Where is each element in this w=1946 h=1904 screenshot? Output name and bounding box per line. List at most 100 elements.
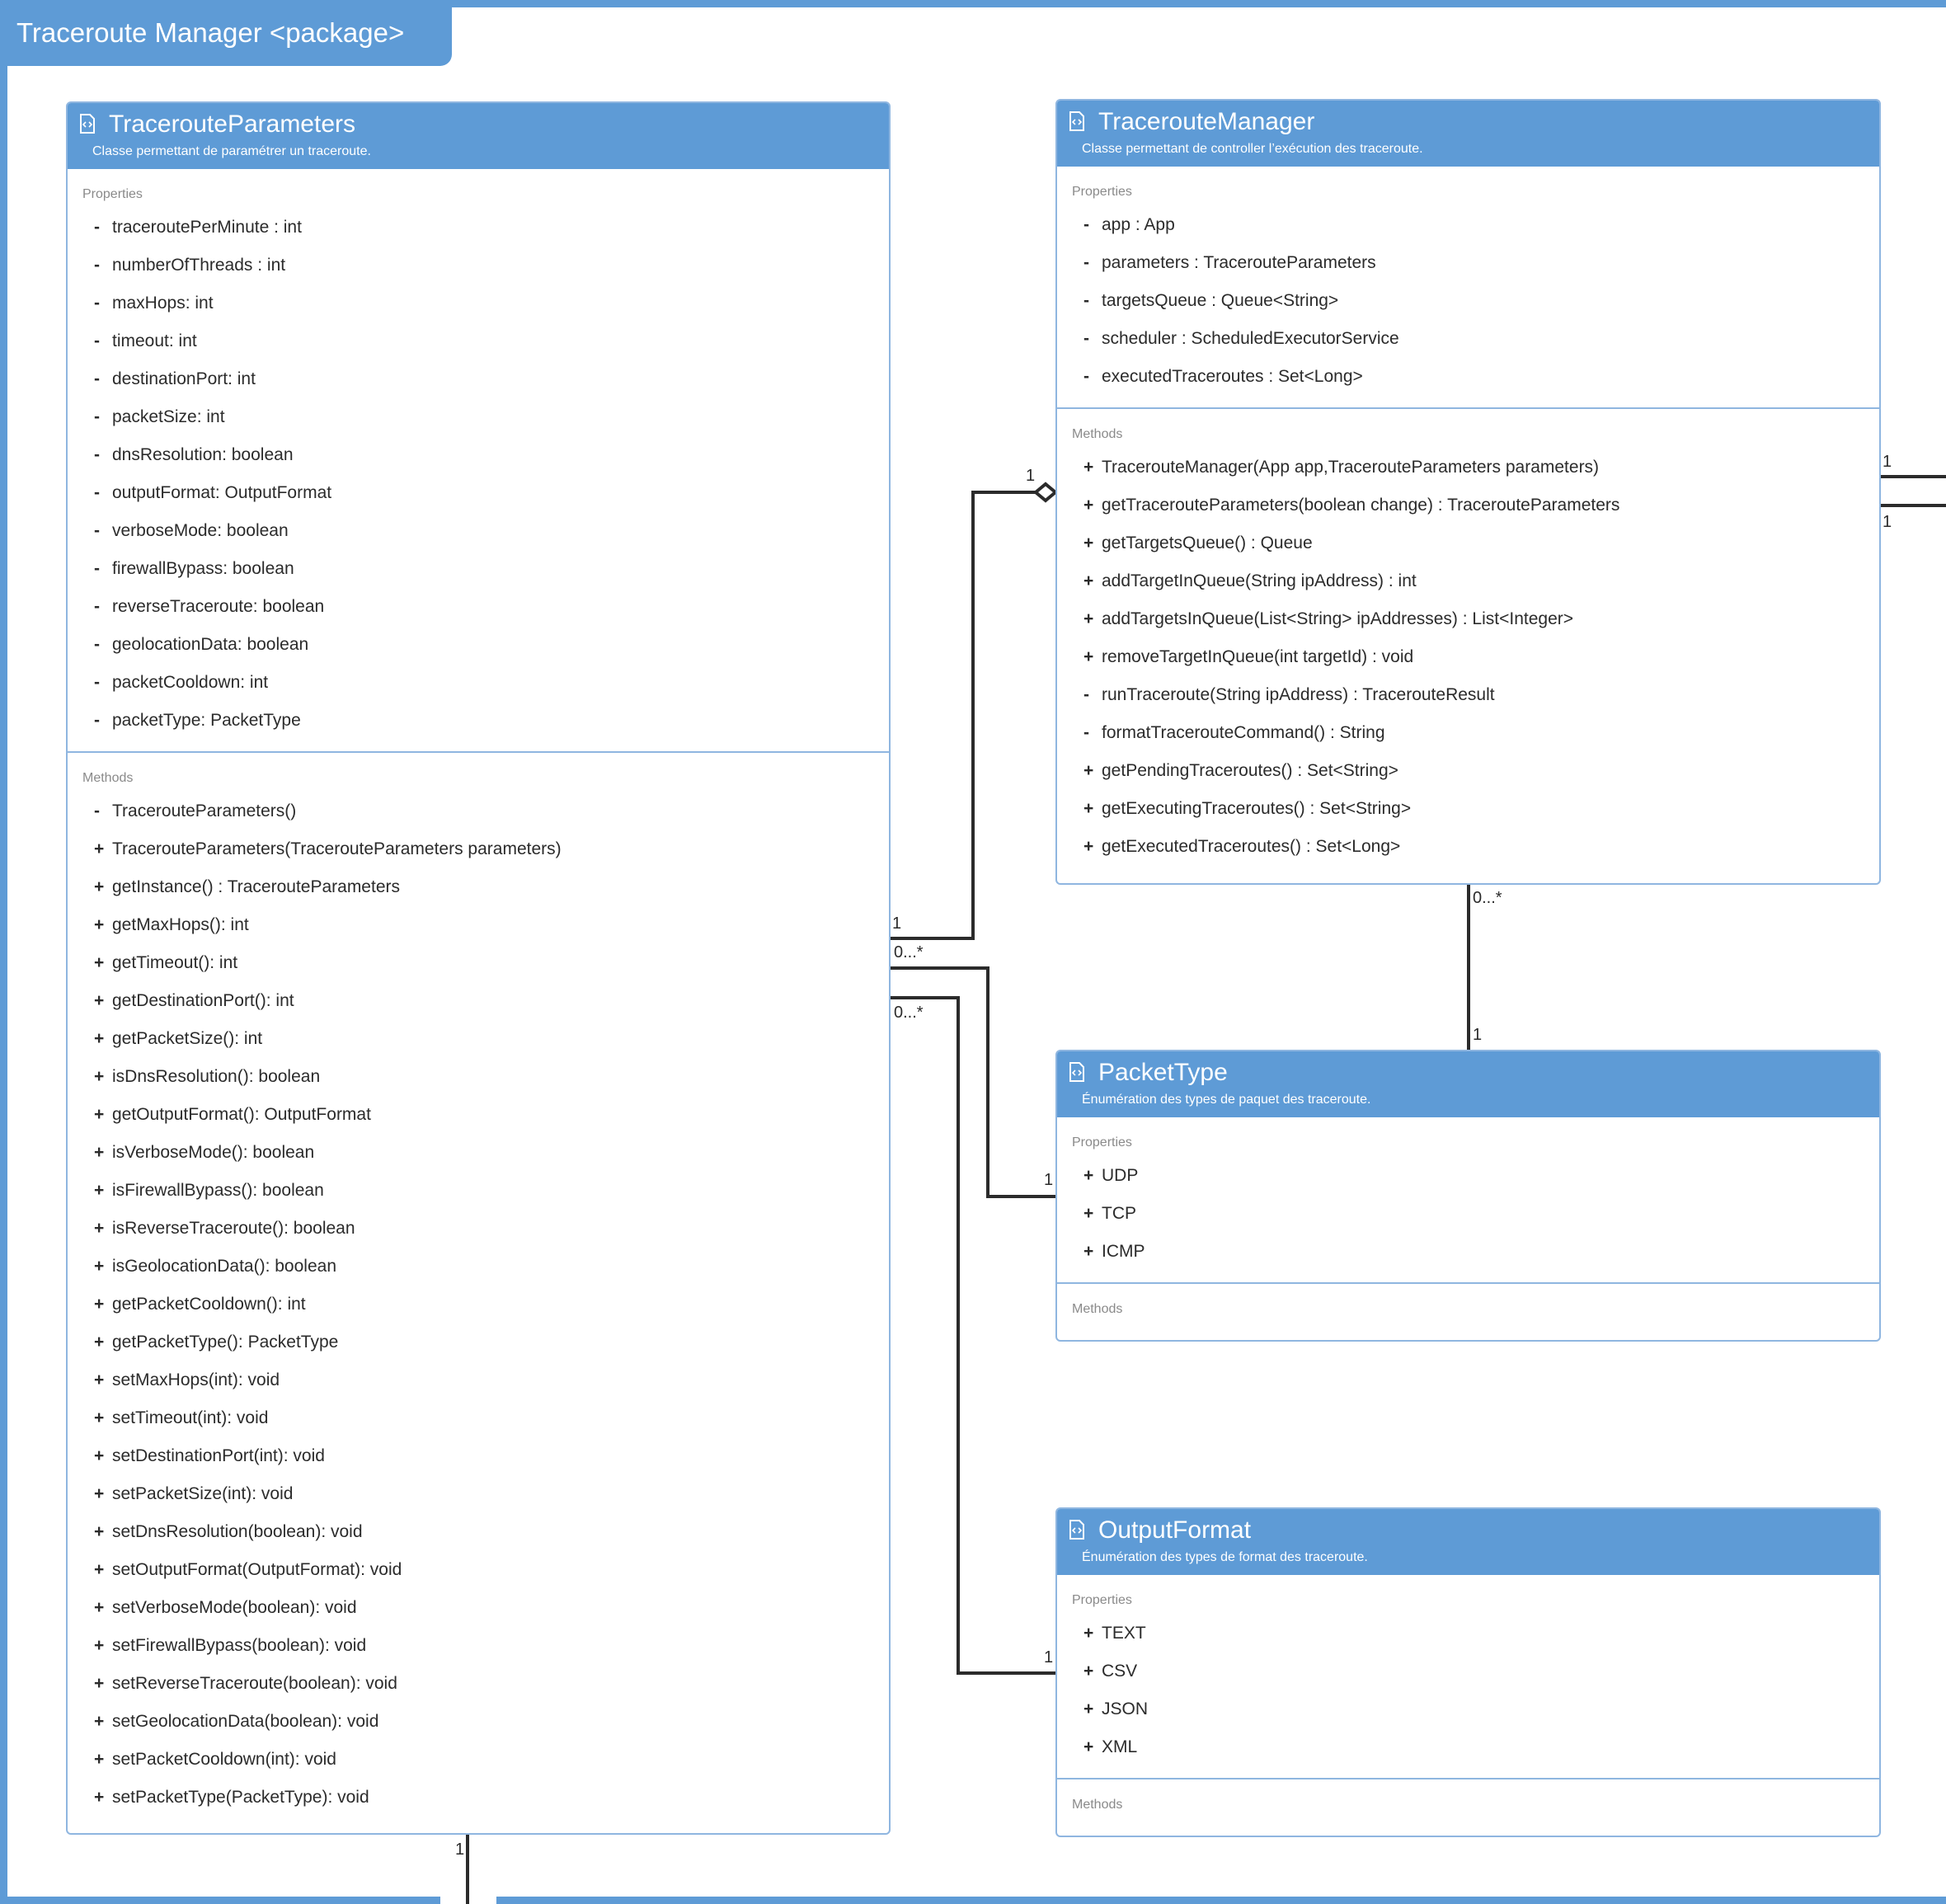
property-text: dnsResolution: boolean	[112, 445, 294, 464]
methods-section: Methods + TracerouteManager(App app,Trace…	[1057, 407, 1879, 877]
class-description: Énumération des types de format des trac…	[1082, 1550, 1368, 1564]
visibility-marker: -	[94, 673, 100, 692]
property-text: executedTraceroutes : Set<Long>	[1102, 367, 1363, 386]
enum-value: + ICMP	[1072, 1233, 1879, 1271]
property-text: packetCooldown: int	[112, 673, 269, 692]
method: +setGeolocationData(boolean): void	[82, 1703, 889, 1741]
class-header: TracerouteManager Classe permettant de c…	[1057, 101, 1879, 167]
visibility-marker: -	[1083, 329, 1089, 348]
method-text: setDnsResolution(boolean): void	[112, 1522, 363, 1541]
enum-value-text: UDP	[1102, 1166, 1139, 1185]
property-list: +UDP+TCP+ICMP	[1072, 1157, 1879, 1271]
methods-section: Methods	[1057, 1778, 1879, 1831]
association-params-outputformat[interactable]	[891, 996, 1055, 1675]
association-params-packettype[interactable]	[891, 966, 1055, 1198]
method: +setPacketType(PacketType): void	[82, 1779, 889, 1817]
method-text: isFirewallBypass(): boolean	[112, 1181, 324, 1200]
enum-value-text: TCP	[1102, 1204, 1136, 1223]
section-label: Methods	[1072, 427, 1123, 441]
method: +addTargetInQueue(String ipAddress) : in…	[1072, 562, 1879, 600]
property-text: parameters : TracerouteParameters	[1102, 253, 1376, 272]
method-text: setDestinationPort(int): void	[112, 1446, 325, 1465]
class-name: TracerouteManager	[1098, 108, 1315, 135]
multiplicity-label: 1	[1883, 453, 1892, 471]
method: -TracerouteParameters()	[82, 792, 889, 830]
visibility-marker: +	[94, 1181, 105, 1200]
enum-value-text: TEXT	[1102, 1624, 1146, 1643]
aggregation-line[interactable]	[891, 491, 1039, 940]
method: +getPacketCooldown(): int	[82, 1286, 889, 1323]
class-packet-type[interactable]: PacketType Énumération des types de paqu…	[1055, 1050, 1881, 1342]
package-title: Traceroute Manager <package>	[0, 0, 452, 66]
method: + getPendingTraceroutes() : Set<String>	[1072, 752, 1879, 790]
class-file-icon	[1069, 1520, 1084, 1540]
visibility-marker: +	[1083, 1204, 1094, 1223]
visibility-marker: +	[1083, 609, 1094, 628]
property: -targetsQueue : Queue<String>	[1072, 282, 1879, 320]
properties-section: Properties +UDP+TCP+ICMP	[1057, 1117, 1879, 1282]
enum-value-text: CSV	[1102, 1662, 1138, 1681]
visibility-marker: +	[94, 1333, 105, 1352]
multiplicity-label: 1	[1044, 1648, 1054, 1667]
enum-value-text: ICMP	[1102, 1242, 1145, 1261]
class-name: PacketType	[1098, 1059, 1228, 1086]
enum-value: +TEXT	[1072, 1615, 1879, 1652]
multiplicity-label: 0...*	[1473, 889, 1502, 907]
method-text: TracerouteParameters(TracerouteParameter…	[112, 839, 562, 858]
method-text: setTimeout(int): void	[112, 1408, 269, 1427]
visibility-marker: +	[94, 953, 105, 972]
visibility-marker: -	[1083, 723, 1089, 742]
property-text: traceroutePerMinute : int	[112, 218, 302, 237]
method: +isGeolocationData(): boolean	[82, 1248, 889, 1286]
visibility-marker: +	[1083, 761, 1094, 780]
visibility-marker: -	[1083, 253, 1089, 272]
visibility-marker: +	[94, 1370, 105, 1389]
visibility-marker: -	[94, 802, 100, 820]
property-text: destinationPort: int	[112, 369, 256, 388]
visibility-marker: +	[1083, 1242, 1094, 1261]
property: -parameters : TracerouteParameters	[1072, 244, 1879, 282]
enum-value: + TCP	[1072, 1195, 1879, 1233]
property: -dnsResolution: boolean	[82, 436, 889, 474]
visibility-marker: -	[1083, 291, 1089, 310]
method: +setPacketSize(int): void	[82, 1475, 889, 1513]
enum-value: +JSON	[1072, 1690, 1879, 1728]
class-traceroute-parameters[interactable]: TracerouteParameters Classe permettant d…	[66, 101, 891, 1835]
methods-section: Methods	[1057, 1282, 1879, 1335]
method: +setPacketCooldown(int): void	[82, 1741, 889, 1779]
class-description: Classe permettant de controller l’exécut…	[1082, 142, 1423, 156]
property-text: reverseTraceroute: boolean	[112, 597, 325, 616]
method-text: getDestinationPort(): int	[112, 991, 294, 1010]
class-header: PacketType Énumération des types de paqu…	[1057, 1051, 1879, 1117]
class-file-icon	[1069, 111, 1084, 131]
class-file-icon	[80, 114, 95, 134]
method-text: TracerouteManager(App app,TraceroutePara…	[1102, 458, 1600, 477]
method: +getPacketType(): PacketType	[82, 1323, 889, 1361]
method-text: getTargetsQueue() : Queue	[1102, 534, 1313, 552]
visibility-marker: -	[94, 521, 100, 540]
multiplicity-label: 1	[1044, 1171, 1054, 1189]
visibility-marker: +	[94, 1105, 105, 1124]
class-description: Énumération des types de paquet des trac…	[1082, 1093, 1371, 1107]
properties-section: Properties -app : App-parameters : Trace…	[1057, 167, 1879, 407]
property: -firewallBypass: boolean	[82, 550, 889, 588]
class-traceroute-manager[interactable]: TracerouteManager Classe permettant de c…	[1055, 99, 1881, 885]
method-text: isGeolocationData(): boolean	[112, 1257, 336, 1276]
visibility-marker: +	[94, 1029, 105, 1048]
method-text: getPendingTraceroutes() : Set<String>	[1102, 761, 1398, 780]
method-text: TracerouteParameters()	[112, 802, 297, 820]
property-text: numberOfThreads : int	[112, 256, 286, 275]
method-text: addTargetsInQueue(List<String> ipAddress…	[1102, 609, 1574, 628]
visibility-marker: -	[94, 597, 100, 616]
multiplicity-label: 1	[1883, 513, 1892, 531]
method-text: getOutputFormat(): OutputFormat	[112, 1105, 371, 1124]
property: -verboseMode: boolean	[82, 512, 889, 550]
class-output-format[interactable]: OutputFormat Énumération des types de fo…	[1055, 1507, 1881, 1837]
method: +getDestinationPort(): int	[82, 982, 889, 1020]
method-text: formatTracerouteCommand() : String	[1102, 723, 1385, 742]
visibility-marker: +	[94, 915, 105, 934]
class-header: TracerouteParameters Classe permettant d…	[68, 103, 889, 169]
method-text: getTimeout(): int	[112, 953, 238, 972]
visibility-marker: +	[1083, 799, 1094, 818]
